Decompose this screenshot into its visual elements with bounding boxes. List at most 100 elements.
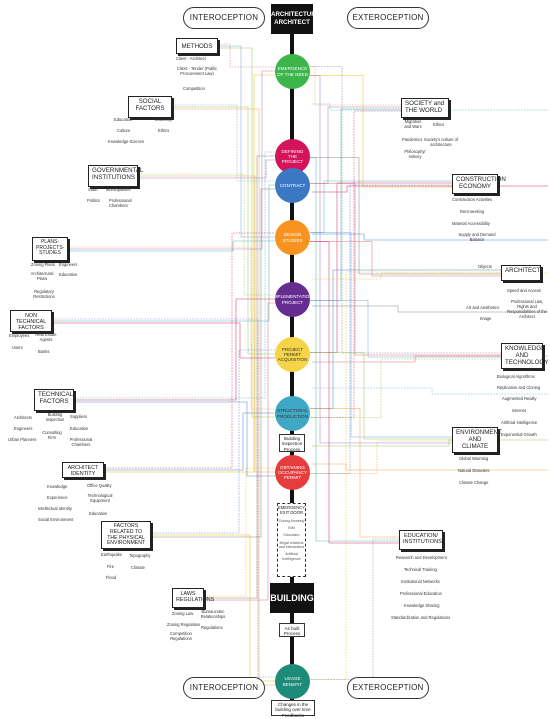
social-item: Economy [155,117,173,122]
environment-climate-box: ENVIRONMENT AND CLIMATE [452,427,502,453]
tech-item: Suppliers [70,414,88,419]
plans-item: Engineers [59,262,78,267]
connector-wire [310,300,501,358]
emergency-item: Zoning Amnesty [278,518,305,523]
connector-wire [310,358,501,418]
connector-wire [218,47,275,418]
changes-feedback-box: Changes in the building over time Feedba… [271,700,315,718]
connector-wire [204,155,275,599]
technical-factors-box: TECHNICAL FACTORS [34,389,74,411]
connector-wire [52,318,275,678]
stage-design-studies: DESIGN STUDIES [275,220,310,255]
connector-wire [151,188,275,538]
connector-wire [310,352,452,440]
connector-wire [312,272,548,280]
knowtech-item: Replication and Cloning [497,385,541,390]
society-world-box: SOCIETY and THE WORLD [401,98,449,118]
emergency-item: Artificial Intelligence [282,552,301,561]
architect-box: ARCHITECT [501,265,541,281]
eduinst-item: Institutional Networks [401,579,440,584]
connector-wire [310,232,452,438]
economy-item: Supply and Demand Balance [458,232,496,242]
connector-wire [312,233,548,241]
connector-wire [310,108,401,301]
nontech-item: Users [12,345,23,350]
emergency-item: BIM [288,525,295,530]
connector-wire [204,302,275,601]
society-item: Philosophy/ History [404,149,426,159]
eduinst-item: Research and Development [396,555,447,560]
laws-item: Zoning Regulation [167,622,201,627]
stage-occupancy-permit: OBTAINING OCCUPANCY PERMIT [275,455,310,490]
gov-item: Professional Chambers [109,198,132,208]
tech-item: Engineers [14,426,33,431]
nontech-item: Banks [38,349,50,354]
connector-wire [138,175,275,473]
connector-wire [104,412,275,471]
connector-wire [310,110,401,418]
architect-item: Speed and Access [507,288,541,293]
connector-wire [104,232,275,469]
emergency-exit-door: EMERGENCY EXIT DOOR Zoning Amnesty BIM E… [277,503,306,577]
plans-projects-studies-box: PLANS-PROJECTS-STUDIES [32,237,68,261]
physical-item: Climate [131,565,145,570]
identity-item: Experience [47,495,68,500]
identity-item: Office Quality [87,483,112,488]
knowtech-item: Artificial Intelligence [501,420,538,425]
identity-item: Education [89,511,108,516]
identity-item: Intellectual Identity [38,506,72,511]
laws-regulations-box: LAWS REGULATIONS [172,588,214,608]
connector-wire [312,387,548,395]
architect-item: Art and Aesthetics [466,305,499,310]
connector-wire [312,355,548,363]
construction-economy-box: CONSTRUCTION ECONOMY [452,174,506,194]
connector-wire [52,322,275,359]
tech-item: Consulting Firm [42,430,62,440]
connector-wire [310,157,399,542]
economy-item: Construction Activities [452,197,493,202]
connector-wire [310,183,501,356]
building-box: BUILDING [270,583,314,613]
society-item: Pandemics [402,137,423,142]
non-technical-factors-box: NON TECHNICAL FACTORS [10,310,52,332]
knowtech-item: Internet [512,408,526,413]
methods-item: Client - Tender (Public Procurement Law) [176,66,218,76]
connector-wire [68,70,275,250]
gov-item: Politics [87,198,100,203]
connector-wire [74,151,275,399]
social-factors-box: SOCIAL FACTORS [128,96,172,118]
connector-wire [310,66,501,354]
knowtech-item: Biological Algorithms [497,374,535,379]
architect-item: Image [480,316,492,321]
connector-wire [310,538,399,680]
connector-wire [310,66,401,106]
connector-wire [310,408,399,538]
methods-box: METHODS [176,38,218,54]
physical-item: Flood [106,575,117,580]
gov-item: Municipalities [106,187,131,192]
connector-wire [310,241,399,544]
as-built-box: As built Process [279,623,305,637]
plans-item: Education [59,272,78,277]
connector-wire [312,185,548,193]
connector-wire [138,173,275,296]
connector-wire [151,534,275,682]
gov-item: State [88,187,98,192]
connector-wire [52,184,275,322]
envclimate-item: Natural Disasters [458,468,490,473]
building-inspection-box: Building Inspection Process [279,434,305,452]
stage-structural-production: STRUCTURAL PRODUCTION [275,396,310,431]
interoception-bottom-label: INTEROCEPTION [183,677,265,699]
physical-item: Earthquake [101,552,122,557]
emergency-item: Illegal relations and interactions [278,540,305,549]
plans-item: Regulatory Restrictions [33,289,55,299]
connector-wire [310,75,452,188]
connector-wire [312,305,548,313]
eduinst-item: Technical Training [404,567,437,572]
emergency-title: EMERGENCY EXIT DOOR [278,505,305,515]
connector-wire [310,180,452,233]
connector-wire [310,184,452,474]
connector-wire [172,104,275,182]
architecture-architect-box: ARCHITECTURE ARCHITECT [271,4,320,34]
